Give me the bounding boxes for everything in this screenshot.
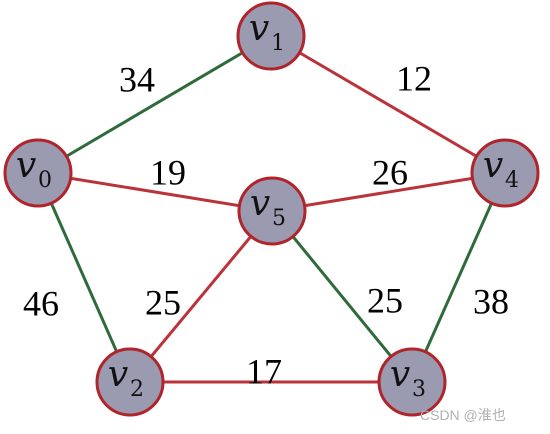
edge-weight-v0-v2: 46 [23,283,59,323]
node-letter-v0: v [16,145,36,186]
edge-v5-v3 [270,210,414,383]
edge-v1-v4 [270,34,506,175]
node-letter-v1: v [249,8,269,49]
node-circle-v0 [3,138,73,208]
edge-v2-v5 [128,210,274,383]
edge-weights-layer: 34 12 19 26 46 25 25 38 17 [23,58,509,391]
watermark: CSDN @淮也 [420,407,506,423]
node-letter-v5: v [250,183,270,224]
edges-layer [36,34,507,384]
edge-v5-v4 [271,171,506,213]
edge-v0-v1 [37,34,272,175]
edge-weight-v0-v5: 19 [150,152,186,192]
node-letter-v2: v [108,354,128,395]
node-subscript-v5: 5 [272,206,286,231]
edge-v0-v5 [37,171,273,213]
edge-weight-v5-v4: 26 [372,152,408,192]
node-circle-v4 [470,138,540,208]
node-circle-v5 [237,176,307,246]
edge-weight-v5-v3: 25 [367,280,403,320]
edge-v4-v3 [410,172,507,383]
node-subscript-v4: 4 [505,168,519,193]
node-subscript-v2: 2 [130,377,144,402]
node-subscript-v1: 1 [271,31,285,56]
edge-v0-v2 [36,172,132,383]
edge-weight-v2-v3: 17 [246,351,282,391]
node-circle-v1 [236,1,306,71]
edge-weight-v1-v4: 12 [396,58,432,98]
edge-weight-v2-v5: 25 [145,282,181,322]
node-letter-v4: v [483,145,503,186]
node-subscript-v0: 0 [38,168,52,193]
node-circle-v3 [377,347,447,417]
node-circle-v2 [95,347,165,417]
edge-weight-v4-v3: 38 [473,281,509,321]
node-subscript-v3: 3 [412,377,426,402]
node-letter-v3: v [390,354,410,395]
edge-weight-v0-v1: 34 [119,59,155,99]
